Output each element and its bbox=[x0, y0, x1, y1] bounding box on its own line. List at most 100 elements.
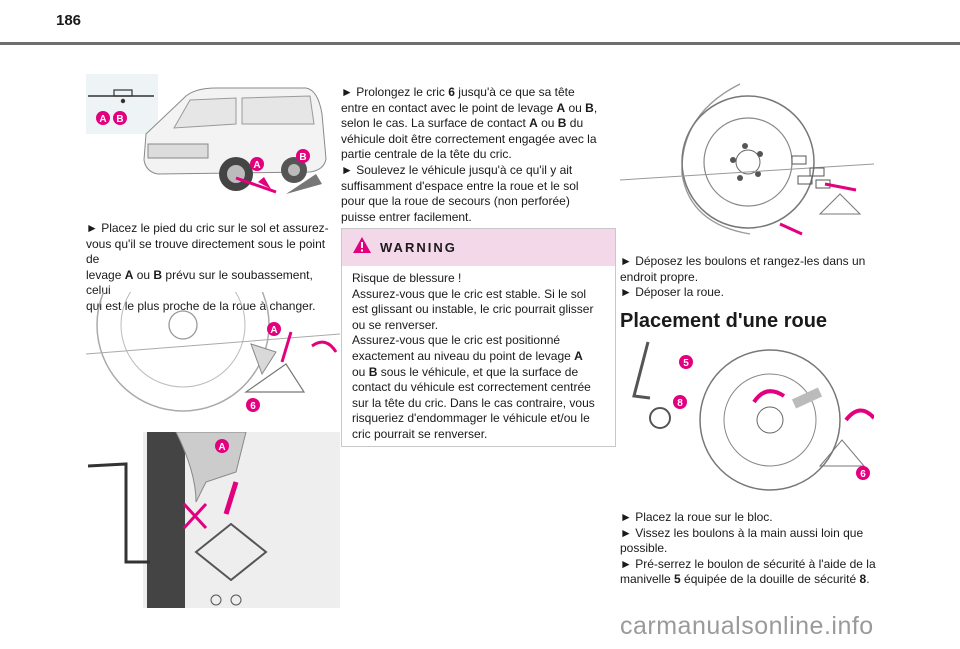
text-line: entre en contact avec le point de levage… bbox=[341, 101, 616, 117]
label-b-badge: B bbox=[113, 111, 127, 125]
text-run: ou bbox=[537, 116, 558, 131]
bold-reference: B bbox=[153, 267, 163, 282]
label-a-badge-3: A bbox=[267, 322, 281, 336]
text-run: ► Déposez les boulons et rangez-les dans… bbox=[620, 254, 866, 268]
label-6-badge: 6 bbox=[246, 398, 260, 412]
text-run: ► Pré-serrez le boulon de sécurité à l'a… bbox=[620, 556, 876, 571]
warning-title: WARNING bbox=[380, 240, 457, 255]
text-run: est glissant ou instable, le cric pourra… bbox=[352, 302, 594, 317]
text-line: ► Prolongez le cric 6 jusqu'à ce que sa … bbox=[341, 85, 616, 101]
jack-closeup-illustration: A bbox=[86, 432, 340, 608]
text-line: est glissant ou instable, le cric pourra… bbox=[352, 302, 607, 318]
text-run: partie centrale de la tête du cric. bbox=[341, 147, 512, 162]
text-run: selon le cas. La surface de contact bbox=[341, 116, 530, 131]
text-line: vous qu'il se trouve directement sous le… bbox=[86, 237, 340, 268]
instruction-fit-wheel: ► Placez la roue sur le bloc.► Vissez le… bbox=[620, 510, 880, 588]
text-line: ► Vissez les boulons à la main aussi loi… bbox=[620, 526, 880, 542]
text-run: Risque de blessure ! bbox=[352, 271, 462, 285]
text-run: ou bbox=[565, 100, 586, 115]
watermark: carmanualsonline.info bbox=[620, 612, 874, 640]
bold-reference: B bbox=[368, 364, 378, 379]
text-line: possible. bbox=[620, 541, 880, 557]
text-line: suffisamment d'espace entre la roue et l… bbox=[341, 179, 616, 195]
text-line: levage A ou B prévu sur le soubassement,… bbox=[86, 268, 340, 299]
text-run: puisse entrer facilement. bbox=[341, 209, 472, 224]
text-run: ► Vissez les boulons à la main aussi loi… bbox=[620, 525, 864, 540]
text-line: ► Placez la roue sur le bloc. bbox=[620, 510, 880, 526]
text-run: ► Placez le pied du cric sur le sol et a… bbox=[86, 221, 329, 235]
text-run: sous le véhicule, et que la surface de bbox=[377, 364, 579, 379]
bold-reference: B bbox=[585, 100, 594, 115]
text-run: contact du véhicule est correctement cen… bbox=[352, 380, 591, 395]
svg-text:A: A bbox=[99, 114, 106, 125]
text-run: du bbox=[566, 116, 584, 131]
text-line: contact du véhicule est correctement cen… bbox=[352, 380, 607, 396]
bold-reference: A bbox=[529, 116, 538, 131]
text-run: risqueriez d'endommager le véhicule et/o… bbox=[352, 411, 590, 426]
text-run: endroit propre. bbox=[620, 269, 699, 284]
svg-text:B: B bbox=[116, 114, 123, 125]
svg-text:5: 5 bbox=[683, 358, 689, 369]
text-line: Assurez-vous que le cric est positionné bbox=[352, 333, 607, 349]
bold-reference: A bbox=[574, 348, 583, 363]
text-run: ou bbox=[133, 267, 154, 282]
text-line: ► Placez le pied du cric sur le sol et a… bbox=[86, 221, 340, 237]
text-run: possible. bbox=[620, 541, 668, 556]
label-5-badge: 5 bbox=[679, 355, 693, 369]
text-line: endroit propre. bbox=[620, 270, 880, 286]
text-line: cric pourrait se renverser. bbox=[352, 427, 607, 443]
text-line: ► Soulevez le véhicule jusqu'à ce qu'il … bbox=[341, 163, 616, 179]
bold-reference: A bbox=[124, 267, 134, 282]
text-run: sur la tête du cric. Dans le cas contrai… bbox=[352, 395, 595, 410]
text-run: levage bbox=[86, 267, 125, 282]
text-run: manivelle bbox=[620, 572, 675, 587]
text-run: ou se renverser. bbox=[352, 317, 439, 332]
svg-text:6: 6 bbox=[860, 469, 866, 480]
text-run: ou bbox=[352, 364, 369, 379]
label-b-badge-2: B bbox=[296, 149, 310, 163]
bold-reference: A bbox=[556, 100, 566, 115]
top-rule bbox=[0, 42, 960, 45]
text-run: ► Déposer la roue. bbox=[620, 285, 724, 300]
svg-text:A: A bbox=[253, 160, 260, 171]
wheel-installation-illustration: 5 8 6 bbox=[620, 340, 874, 500]
bold-reference: 6 bbox=[448, 85, 455, 99]
svg-text:A: A bbox=[218, 442, 225, 453]
label-6-badge-2: 6 bbox=[856, 466, 870, 480]
text-run: . bbox=[866, 572, 870, 587]
text-line: Risque de blessure ! bbox=[352, 271, 607, 287]
instruction-remove-bolts: ► Déposez les boulons et rangez-les dans… bbox=[620, 254, 880, 301]
text-run: ► Soulevez le véhicule jusqu'à ce qu'il … bbox=[341, 162, 573, 177]
text-line: qui est le plus proche de la roue à chan… bbox=[86, 299, 340, 315]
bold-reference: 5 bbox=[674, 572, 681, 587]
bold-reference: 8 bbox=[859, 572, 867, 587]
text-run: , bbox=[593, 100, 598, 115]
text-run: Assurez-vous que le cric est positionné bbox=[352, 333, 561, 348]
text-line: Assurez-vous que le cric est stable. Si … bbox=[352, 287, 607, 303]
svg-text:6: 6 bbox=[250, 401, 256, 412]
text-run: qui est le plus proche de la roue à chan… bbox=[86, 298, 316, 313]
text-run: prévu sur le soubassement, celui bbox=[86, 267, 313, 298]
text-run: pour que la roue de secours (non perforé… bbox=[341, 194, 570, 209]
text-run: ► Placez la roue sur le bloc. bbox=[620, 510, 773, 524]
instruction-extend-jack: ► Prolongez le cric 6 jusqu'à ce que sa … bbox=[341, 85, 616, 225]
text-line: véhicule doit être correctement engagée … bbox=[341, 132, 616, 148]
text-run: Assurez-vous que le cric est stable. Si … bbox=[352, 286, 587, 301]
text-line: ► Déposer la roue. bbox=[620, 285, 880, 301]
label-a-badge: A bbox=[96, 111, 110, 125]
text-run: suffisamment d'espace entre la roue et l… bbox=[341, 178, 579, 193]
label-a-badge-2: A bbox=[250, 157, 264, 171]
svg-text:8: 8 bbox=[677, 398, 683, 409]
warning-text: Risque de blessure !Assurez-vous que le … bbox=[342, 266, 615, 443]
text-run: entre en contact avec le point de levage bbox=[341, 100, 557, 115]
text-line: ► Pré-serrez le boulon de sécurité à l'a… bbox=[620, 557, 880, 573]
text-line: sur la tête du cric. Dans le cas contrai… bbox=[352, 396, 607, 412]
label-8-badge: 8 bbox=[673, 395, 687, 409]
van-jack-point-illustration: A B A B bbox=[86, 74, 340, 206]
text-run: exactement au niveau du point de levage bbox=[352, 348, 575, 363]
instruction-place-jack: ► Placez le pied du cric sur le sol et a… bbox=[86, 221, 340, 315]
section-title: Placement d'une roue bbox=[620, 310, 828, 332]
text-run: jusqu'à ce que sa tête bbox=[454, 85, 575, 99]
page-number: 186 bbox=[56, 12, 82, 29]
text-line: ► Déposez les boulons et rangez-les dans… bbox=[620, 254, 880, 270]
